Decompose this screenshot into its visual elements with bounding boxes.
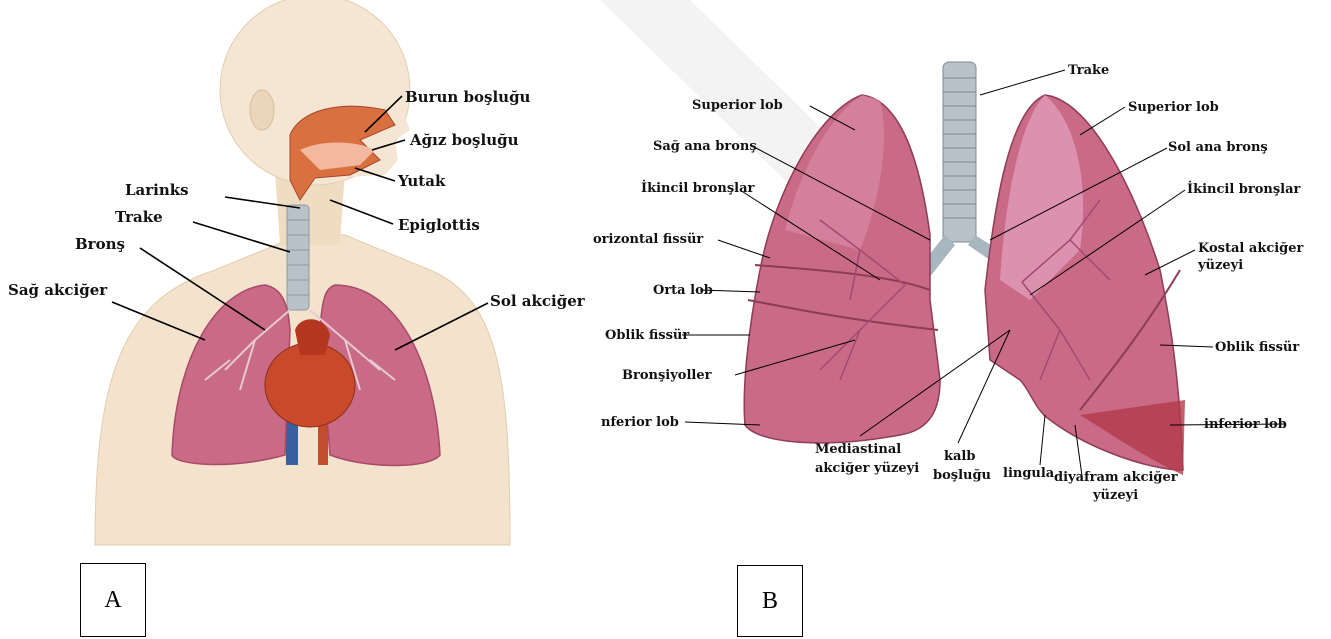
label-oblik-fissur-left: Oblik fissür	[605, 328, 689, 343]
label-trake-b: Trake	[1068, 63, 1109, 78]
label-kostal-line-1: Kostal akciğer	[1198, 241, 1304, 256]
label-sol-akciger: Sol akciğer	[490, 292, 586, 310]
label-sol-ana-brons: Sol ana bronş	[1168, 140, 1268, 155]
label-ikincil-bronslar-left: İkincil bronşlar	[641, 180, 755, 196]
label-inferior-lob-left: nferior lob	[601, 415, 679, 430]
label-bronsiyoller: Bronşiyoller	[622, 368, 712, 383]
label-burun-boslugu: Burun boşluğu	[405, 88, 531, 106]
panel-a-illustration	[95, 0, 510, 545]
label-trake-a: Trake	[115, 208, 163, 226]
label-yutak: Yutak	[397, 172, 446, 190]
label-inferior-lob-right: inferior lob	[1204, 417, 1287, 432]
label-mediastinal-line-2: akciğer yüzeyi	[815, 461, 919, 476]
trachea-b	[943, 62, 976, 242]
label-kostal-line-2: yüzeyi	[1197, 258, 1243, 273]
label-brons: Bronş	[75, 235, 125, 253]
label-ikincil-bronslar-right: İkincil bronşlar	[1187, 181, 1301, 197]
label-agiz-boslugu: Ağız boşluğu	[409, 131, 519, 149]
label-kalb-line-2: boşluğu	[933, 468, 991, 483]
heart	[265, 343, 355, 427]
label-diyafram-line-2: yüzeyi	[1092, 488, 1138, 503]
label-lingula: lingula	[1003, 466, 1055, 481]
label-kalb-line-1: kalb	[944, 449, 975, 464]
label-diyafram-line-1: diyafram akciğer	[1054, 470, 1178, 485]
label-sag-akciger: Sağ akciğer	[8, 281, 108, 299]
label-oblik-fissur-right: Oblik fissür	[1215, 340, 1299, 355]
panel-b-box: B	[737, 565, 803, 637]
label-epiglottis: Epiglottis	[398, 216, 480, 234]
label-superior-lob-left: Superior lob	[692, 98, 783, 113]
label-mediastinal-line-1: Mediastinal	[815, 442, 901, 457]
label-superior-lob-right: Superior lob	[1128, 100, 1219, 115]
panel-a-box: A	[80, 563, 146, 637]
label-sag-ana-brons: Sağ ana bronş	[653, 139, 757, 154]
label-horizontal-fissur: orizontal fissür	[593, 232, 703, 247]
label-larinks: Larinks	[125, 181, 189, 199]
label-orta-lob: Orta lob	[653, 283, 713, 298]
ear	[250, 90, 274, 130]
trachea-a	[287, 205, 309, 310]
